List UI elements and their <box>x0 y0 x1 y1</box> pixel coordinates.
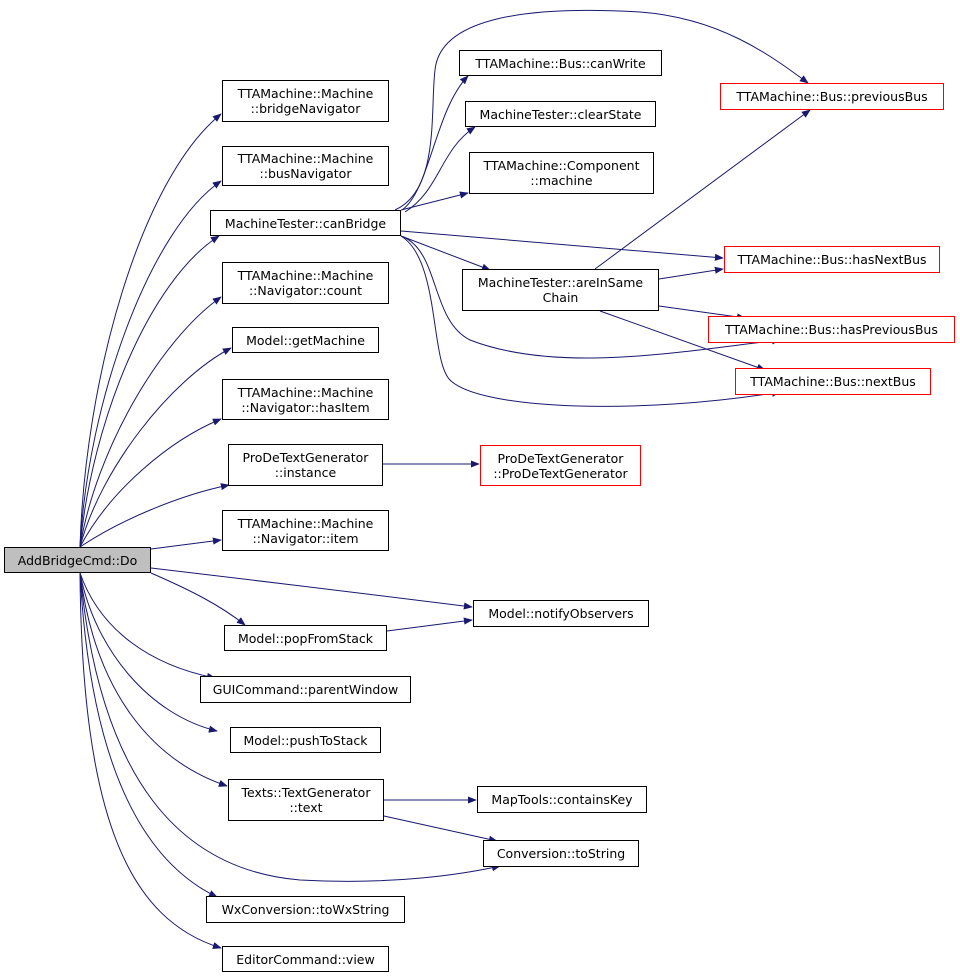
edge-canbridge-nextbus <box>400 235 781 407</box>
node-label-line1: TTAMachine::Machine <box>237 268 374 283</box>
edge-chain-previousbus <box>594 109 811 270</box>
node-editor-view[interactable]: EditorCommand::view <box>222 946 389 972</box>
node-label-line2: ::ProDeTextGenerator <box>493 465 628 481</box>
node-label: TTAMachine::Bus::hasPreviousBus <box>725 322 938 337</box>
node-parent-window[interactable]: GUICommand::parentWindow <box>200 676 411 703</box>
edge-text-tostring <box>383 815 498 843</box>
node-label: TTAMachine::Bus::nextBus <box>750 374 916 389</box>
edge-canbridge-haspreviousbus <box>400 235 781 359</box>
edge-do-towxstring <box>79 572 218 898</box>
node-bus-has-next-bus[interactable]: TTAMachine::Bus::hasNextBus <box>724 246 940 273</box>
node-prode-instance[interactable]: ProDeTextGenerator ::instance <box>228 444 383 486</box>
node-label: Conversion::toString <box>496 846 626 861</box>
edge-canbridge-hasnextbus <box>400 230 724 261</box>
node-label: Model::getMachine <box>246 332 365 348</box>
node-label-line2: ::bridgeNavigator <box>250 101 361 116</box>
node-bus-has-previous-bus[interactable]: TTAMachine::Bus::hasPreviousBus <box>708 316 955 343</box>
node-label-line1: ProDeTextGenerator <box>497 450 624 466</box>
edge-canbridge-previousbus <box>394 9 809 211</box>
node-navigator-count[interactable]: TTAMachine::Machine ::Navigator::count <box>222 262 389 304</box>
node-pop-from-stack[interactable]: Model::popFromStack <box>224 625 387 651</box>
node-label-line1: TTAMachine::Machine <box>237 384 374 400</box>
edge-do-pushtostack <box>79 572 218 733</box>
node-are-in-same-chain[interactable]: MachineTester::areInSame Chain <box>462 269 659 311</box>
node-label-line1: ProDeTextGenerator <box>242 450 369 465</box>
node-label: MachineTester::canBridge <box>224 215 387 231</box>
node-label: AddBridgeCmd::Do <box>17 552 138 568</box>
node-label: EditorCommand::view <box>236 951 375 967</box>
node-bridge-navigator[interactable]: TTAMachine::Machine ::bridgeNavigator <box>222 80 389 122</box>
node-prode-text-generator-ctor[interactable]: ProDeTextGenerator ::ProDeTextGenerator <box>480 445 641 486</box>
node-label: TTAMachine::Bus::hasNextBus <box>737 252 927 267</box>
node-label-line2: ::busNavigator <box>259 166 352 181</box>
edge-canbridge-machine <box>400 191 469 211</box>
node-label-line1: Texts::TextGenerator <box>241 785 371 800</box>
node-label-line2: ::text <box>289 800 323 815</box>
node-clear-state[interactable]: MachineTester::clearState <box>465 101 656 127</box>
node-label-line1: MachineTester::areInSame <box>477 275 644 290</box>
edge-do-popfromstack <box>150 572 246 626</box>
node-bus-navigator[interactable]: TTAMachine::Machine ::busNavigator <box>222 146 389 186</box>
node-to-wx-string[interactable]: WxConversion::toWxString <box>206 896 405 923</box>
node-bus-can-write[interactable]: TTAMachine::Bus::canWrite <box>459 50 662 76</box>
node-push-to-stack[interactable]: Model::pushToStack <box>230 727 381 753</box>
node-navigator-has-item[interactable]: TTAMachine::Machine ::Navigator::hasItem <box>222 379 389 420</box>
edge-do-item <box>150 537 222 550</box>
node-bus-next-bus[interactable]: TTAMachine::Bus::nextBus <box>735 368 931 395</box>
edge-do-canbridge <box>79 235 220 548</box>
node-label: TTAMachine::Bus::previousBus <box>736 89 928 104</box>
node-label-line1: TTAMachine::Machine <box>237 151 374 166</box>
edge-do-getmachine <box>79 347 232 548</box>
edge-do-view <box>79 572 222 950</box>
node-contains-key[interactable]: MapTools::containsKey <box>477 786 647 813</box>
node-label-line1: TTAMachine::Machine <box>237 86 374 101</box>
node-label: Model::notifyObservers <box>488 606 634 621</box>
edge-popfromstack-notifyobservers <box>386 617 473 632</box>
edge-do-tostring <box>79 572 501 882</box>
node-notify-observers[interactable]: Model::notifyObservers <box>473 600 649 627</box>
edge-do-parentwindow <box>79 572 216 680</box>
node-label: Model::popFromStack <box>237 630 374 646</box>
node-label-line2: ::Navigator::item <box>252 530 359 546</box>
edge-do-instance <box>79 483 230 548</box>
node-can-bridge[interactable]: MachineTester::canBridge <box>210 210 401 236</box>
node-bus-previous-bus[interactable]: TTAMachine::Bus::previousBus <box>720 83 944 110</box>
edge-chain-nextbus <box>599 310 766 371</box>
node-conversion-to-string[interactable]: Conversion::toString <box>483 840 639 867</box>
node-label: MachineTester::clearState <box>479 106 642 122</box>
edge-do-count <box>79 296 222 548</box>
edge-canbridge-areinsamechain <box>400 235 491 271</box>
node-label: GUICommand::parentWindow <box>212 682 399 697</box>
edge-do-text <box>79 572 228 787</box>
edge-do-bridgenavigator <box>79 113 222 548</box>
node-text-generator-text[interactable]: Texts::TextGenerator ::text <box>228 779 384 821</box>
node-label: Model::pushToStack <box>243 732 368 748</box>
node-component-machine[interactable]: TTAMachine::Component ::machine <box>469 152 654 194</box>
node-label-line2: Chain <box>542 290 579 305</box>
edge-do-busnavigator <box>79 180 222 548</box>
node-label-line2: ::Navigator::count <box>248 283 363 298</box>
node-label-line2: ::Navigator::hasItem <box>241 399 370 415</box>
node-label: WxConversion::toWxString <box>221 902 390 917</box>
node-label: MapTools::containsKey <box>491 792 633 807</box>
node-label: TTAMachine::Bus::canWrite <box>475 55 646 71</box>
edge-do-notifyobservers <box>150 567 473 610</box>
node-navigator-item[interactable]: TTAMachine::Machine ::Navigator::item <box>222 510 389 551</box>
node-get-machine[interactable]: Model::getMachine <box>232 327 379 353</box>
node-addbridgecmd-do[interactable]: AddBridgeCmd::Do <box>4 547 151 573</box>
node-label-line1: TTAMachine::Component <box>483 158 640 173</box>
node-label-line1: TTAMachine::Machine <box>237 515 374 531</box>
node-label-line2: ::instance <box>274 465 337 480</box>
edge-canbridge-canwrite <box>401 75 469 211</box>
edge-chain-hasnextbus <box>658 266 724 280</box>
edge-do-hasitem <box>79 418 222 548</box>
edge-canbridge-clearstate <box>404 126 476 213</box>
node-label-line2: ::machine <box>530 173 593 188</box>
